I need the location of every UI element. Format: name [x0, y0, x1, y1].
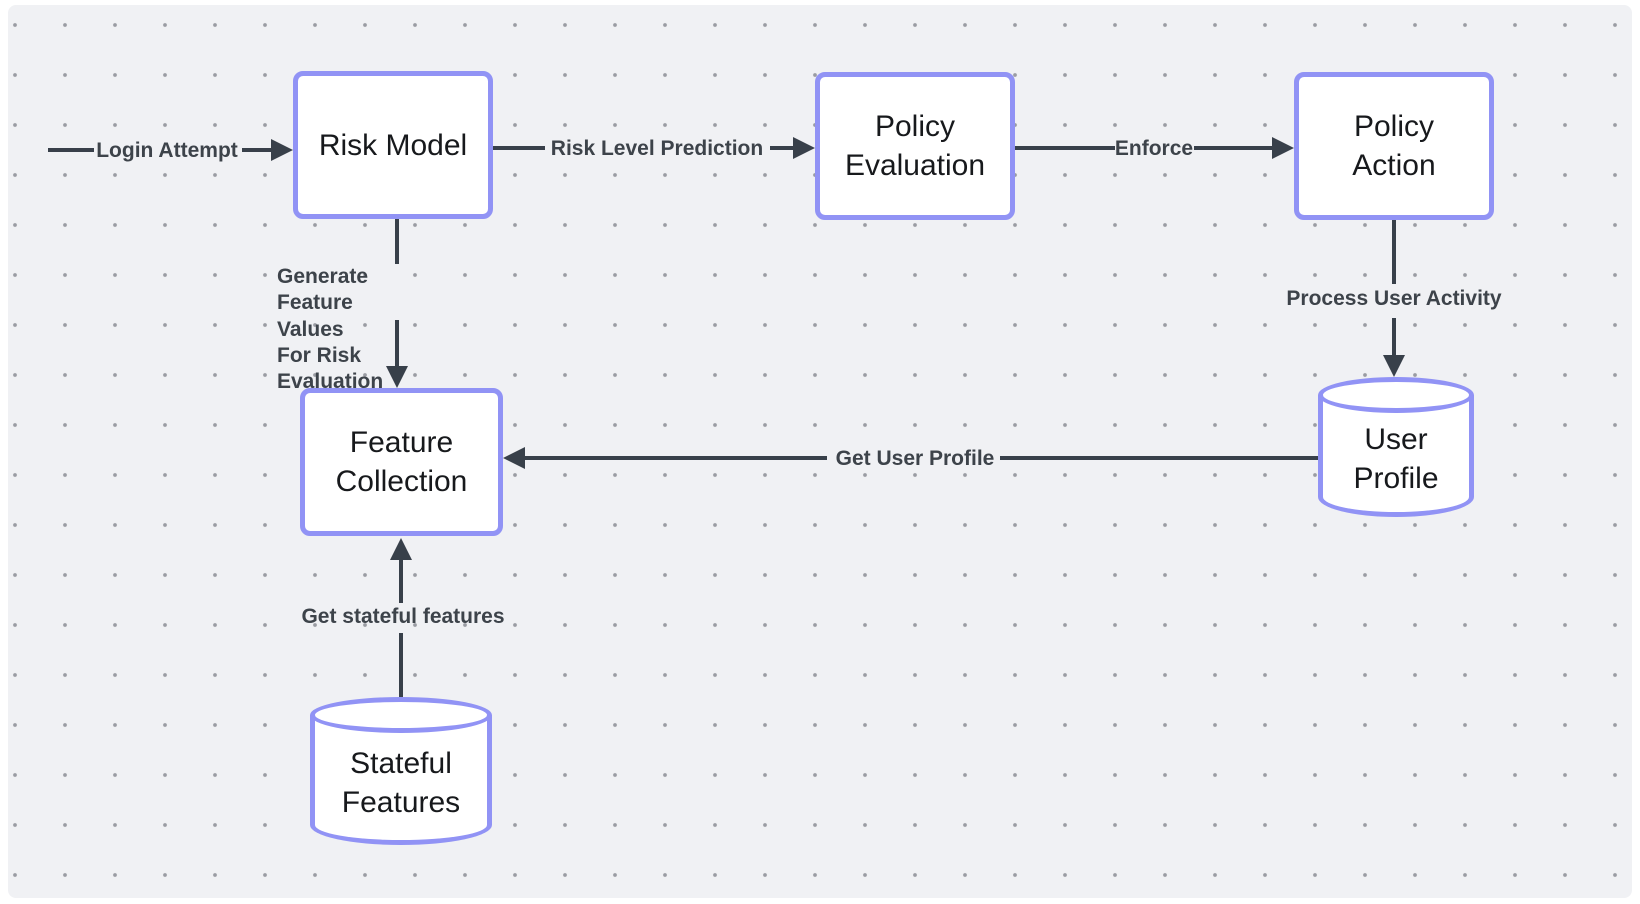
edge-line-segment: [493, 146, 545, 150]
edge-process-user-activity-label: Process User Activity: [1286, 287, 1502, 310]
arrowhead-down: [386, 366, 408, 388]
cylinder-top-ellipse: [310, 697, 492, 733]
edge-line-segment: [524, 456, 827, 460]
arrowhead-right: [271, 139, 293, 161]
edge-risk-level-prediction-label: Risk Level Prediction: [550, 137, 764, 160]
cylinder-body: [310, 715, 492, 845]
edge-get-stateful-features-label: Get stateful features: [301, 605, 505, 628]
node-risk-model-label: Risk Model: [318, 128, 468, 162]
cylinder-body: [1318, 395, 1474, 517]
edge-login-attempt-label: Login Attempt: [96, 139, 238, 162]
node-policy-action[interactable]: Policy Action: [1294, 72, 1494, 220]
edge-line-segment: [48, 148, 94, 152]
edge-line-segment: [770, 146, 794, 150]
node-user-profile-label: User Profile: [1353, 423, 1439, 495]
node-feature-collection-label: Feature Collection: [335, 426, 468, 498]
node-policy-evaluation[interactable]: Policy Evaluation: [815, 72, 1015, 220]
arrowhead-right: [793, 137, 815, 159]
edge-line-segment: [1392, 220, 1396, 284]
arrowhead-left: [503, 447, 525, 469]
edge-line-segment: [1194, 146, 1273, 150]
edge-line-segment: [395, 320, 399, 367]
edge-line-segment: [399, 633, 403, 697]
edge-line-segment: [395, 219, 399, 264]
edge-generate-feature-values-label: Generate Feature Values For Risk Evaluat…: [277, 265, 384, 393]
arrowhead-right: [1272, 137, 1294, 159]
arrowhead-down: [1383, 355, 1405, 377]
edge-get-user-profile-label: Get User Profile: [835, 447, 995, 470]
node-user-profile[interactable]: User Profile: [1318, 377, 1474, 517]
node-policy-evaluation-label: Policy Evaluation: [844, 110, 986, 182]
edge-line-segment: [1015, 146, 1115, 150]
node-stateful-features[interactable]: Stateful Features: [310, 697, 492, 845]
node-policy-action-label: Policy Action: [1352, 110, 1436, 182]
node-stateful-features-label: Stateful Features: [341, 747, 461, 819]
node-feature-collection[interactable]: Feature Collection: [300, 388, 503, 536]
edge-line-segment: [242, 148, 272, 152]
edge-line-segment: [1392, 318, 1396, 356]
cylinder-label-wrap: Stateful Features: [310, 729, 492, 837]
arrowhead-up: [390, 538, 412, 560]
edge-line-segment: [1000, 456, 1318, 460]
edge-enforce-label: Enforce: [1114, 137, 1194, 160]
cylinder-top-ellipse: [1318, 377, 1474, 413]
edge-line-segment: [399, 559, 403, 603]
cylinder-label-wrap: User Profile: [1318, 409, 1474, 509]
node-risk-model[interactable]: Risk Model: [293, 71, 493, 219]
